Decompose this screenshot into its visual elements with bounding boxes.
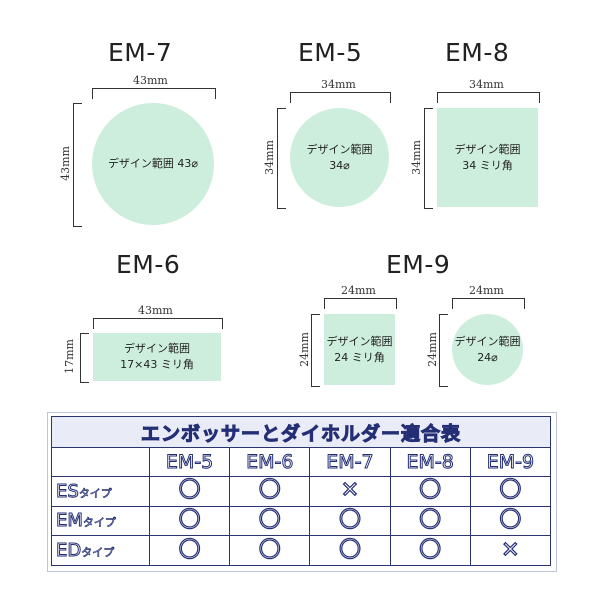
em8-design-size: 34 ミリ角: [462, 158, 513, 172]
table-cell: 〇: [469, 476, 552, 507]
em5-width-label: 34mm: [321, 78, 356, 91]
row-prefix: EM: [56, 510, 84, 532]
em8-design-area: デザイン範囲 34 ミリ角: [437, 108, 538, 207]
em6-height-bracket: [80, 333, 89, 383]
table-cell: 〇: [469, 505, 552, 537]
em6-height-label: 17mm: [62, 339, 76, 374]
em6-title: EM-6: [116, 250, 181, 279]
em5-design-area: デザイン範囲 34⌀: [290, 108, 389, 207]
col-header-em5: EM-5: [148, 447, 231, 477]
table-cell: ✕: [309, 476, 391, 507]
table-cell: 〇: [148, 535, 231, 566]
compat-mark: 〇: [178, 507, 201, 533]
row-suffix: タイプ: [82, 516, 117, 530]
row-header-es: ESタイプ: [51, 476, 150, 507]
em9-round-height-label: 24mm: [425, 332, 439, 367]
em7-design-area: デザイン範囲 43⌀: [92, 103, 214, 225]
em8-title: EM-8: [445, 38, 510, 67]
table-cell: 〇: [309, 535, 391, 566]
table-cell: 〇: [389, 535, 471, 566]
em8-design-text: デザイン範囲: [454, 142, 521, 156]
em5-height-label: 34mm: [262, 140, 276, 175]
em9-round-design-size: 24⌀: [477, 350, 498, 364]
row-header-ed: EDタイプ: [51, 535, 150, 566]
compat-mark: 〇: [258, 478, 281, 504]
em9-square-design-size: 24 ミリ角: [334, 350, 385, 364]
em6-design-size: 17×43 ミリ角: [120, 358, 194, 371]
em7-height-bracket: [73, 103, 82, 227]
em9-round-design-area: デザイン範囲 24⌀: [452, 314, 523, 385]
em7-height-label: 43mm: [58, 146, 72, 181]
compat-mark: ✕: [501, 537, 521, 563]
compat-mark: 〇: [178, 478, 201, 504]
compat-mark: 〇: [258, 507, 281, 533]
compat-mark: ✕: [340, 478, 360, 504]
em9-round-width-bracket: [452, 298, 525, 309]
table-cell: 〇: [229, 476, 311, 507]
em7-design-text: デザイン範囲 43⌀: [107, 157, 199, 171]
em9-round-design-text: デザイン範囲: [454, 334, 521, 348]
em9-square-height-label: 24mm: [297, 332, 311, 367]
em5-title: EM-5: [298, 38, 363, 67]
compat-mark: 〇: [338, 507, 361, 533]
row-prefix: ES: [56, 480, 80, 502]
compat-mark: 〇: [499, 478, 522, 504]
em6-width-bracket: [93, 318, 223, 329]
compat-mark: 〇: [419, 507, 442, 533]
col-header-em8: EM-8: [389, 447, 471, 477]
em5-height-bracket: [277, 108, 286, 209]
compat-mark: 〇: [338, 537, 361, 563]
table-row: ESタイプ 〇 〇 ✕ 〇 〇: [51, 476, 552, 507]
table-cell: 〇: [229, 505, 311, 537]
row-suffix: タイプ: [81, 546, 115, 560]
table-cell: 〇: [389, 476, 471, 507]
em9-square-design-area: デザイン範囲 24 ミリ角: [324, 314, 395, 385]
corner-cell: [51, 447, 150, 477]
em9-square-design-text: デザイン範囲: [326, 334, 393, 348]
em5-width-bracket: [290, 92, 391, 103]
table-row: EDタイプ 〇 〇 〇 〇 ✕: [51, 535, 552, 566]
em8-width-bracket: [437, 92, 540, 103]
compat-mark: 〇: [419, 537, 442, 563]
table-cell: 〇: [309, 505, 391, 537]
em9-square-width-label: 24mm: [341, 284, 376, 297]
compat-mark: 〇: [419, 478, 442, 504]
em7-width-label: 43mm: [133, 74, 168, 87]
table-cell: 〇: [389, 505, 471, 537]
em9-square-height-bracket: [311, 314, 320, 387]
col-header-em6: EM-6: [229, 447, 311, 477]
compat-mark: 〇: [258, 537, 281, 563]
row-prefix: ED: [55, 540, 82, 562]
compat-table-title: エンボッサーとダイホルダー適合表: [51, 416, 551, 448]
em8-height-label: 34mm: [409, 140, 423, 175]
em5-design-size: 34⌀: [329, 158, 350, 172]
em6-design-text: デザイン範囲: [124, 342, 190, 356]
col-header-em7: EM-7: [309, 447, 391, 477]
table-cell: 〇: [148, 505, 231, 537]
table-cell: 〇: [229, 535, 311, 566]
em9-round-width-label: 24mm: [469, 284, 504, 297]
compat-mark: 〇: [178, 537, 201, 563]
em7-title: EM-7: [108, 38, 173, 67]
row-suffix: タイプ: [78, 486, 112, 500]
em9-title: EM-9: [386, 250, 451, 279]
table-cell: ✕: [469, 535, 552, 566]
em7-width-bracket: [92, 88, 216, 99]
compat-mark: 〇: [499, 507, 522, 533]
row-header-em: EMタイプ: [51, 505, 150, 537]
em6-design-area: デザイン範囲 17×43 ミリ角: [93, 333, 221, 381]
em5-design-text: デザイン範囲: [306, 142, 373, 156]
compat-table: エンボッサーとダイホルダー適合表 EM-5 EM-6 EM-7 EM-8 EM-…: [51, 416, 552, 566]
table-cell: 〇: [148, 476, 231, 507]
em9-square-width-bracket: [324, 298, 397, 309]
em8-width-label: 34mm: [469, 78, 504, 91]
col-header-em9: EM-9: [469, 447, 552, 477]
em9-round-height-bracket: [439, 314, 448, 387]
em8-height-bracket: [424, 108, 433, 209]
em6-width-label: 43mm: [138, 304, 173, 317]
table-row: EMタイプ 〇 〇 〇 〇 〇: [51, 505, 552, 537]
